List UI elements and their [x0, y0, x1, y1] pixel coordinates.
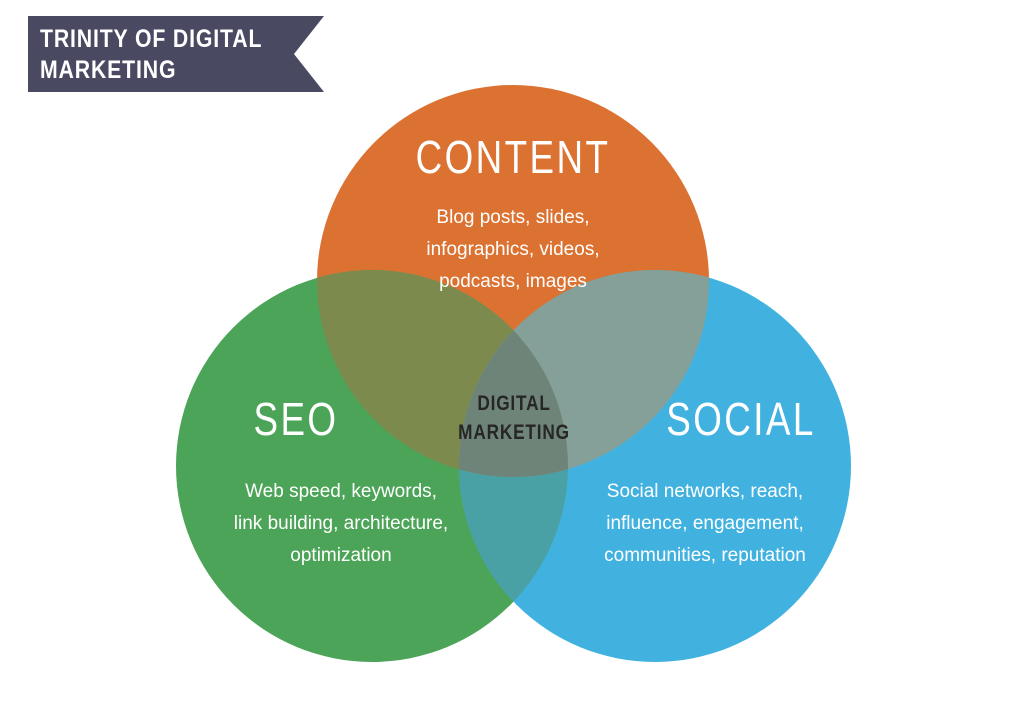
seo-desc-line: Web speed, keywords,	[245, 481, 437, 502]
social-desc-line: Social networks, reach,	[606, 481, 804, 502]
seo-desc-line: link building, architecture,	[233, 513, 449, 534]
social-title: SOCIAL	[591, 392, 891, 446]
content-desc-line: Blog posts, slides,	[436, 207, 590, 228]
center-label-line-2: MARKETING	[458, 421, 570, 444]
title-ribbon: TRINITY OF DIGITAL MARKETING	[28, 16, 324, 92]
ribbon-title-line-2: MARKETING	[40, 56, 177, 84]
center-label-line-1: DIGITAL	[477, 392, 551, 415]
content-title: CONTENT	[363, 130, 663, 184]
seo-desc-line: optimization	[290, 545, 392, 566]
content-desc-line: podcasts, images	[439, 271, 587, 292]
social-desc-line: communities, reputation	[604, 545, 806, 566]
social-title-text: SOCIAL	[666, 393, 816, 445]
seo-title: SEO	[196, 392, 396, 446]
content-title-text: CONTENT	[415, 131, 611, 183]
seo-title-text: SEO	[253, 393, 339, 445]
content-desc-line: infographics, videos,	[426, 239, 600, 260]
content-description: Blog posts, slides, infographics, videos…	[388, 202, 638, 298]
social-description: Social networks, reach, influence, engag…	[577, 476, 833, 572]
center-label: DIGITAL MARKETING	[448, 389, 579, 447]
seo-description: Web speed, keywords, link building, arch…	[211, 476, 471, 572]
ribbon-title-line-1: TRINITY OF DIGITAL	[40, 25, 263, 53]
social-desc-line: influence, engagement,	[606, 513, 804, 534]
